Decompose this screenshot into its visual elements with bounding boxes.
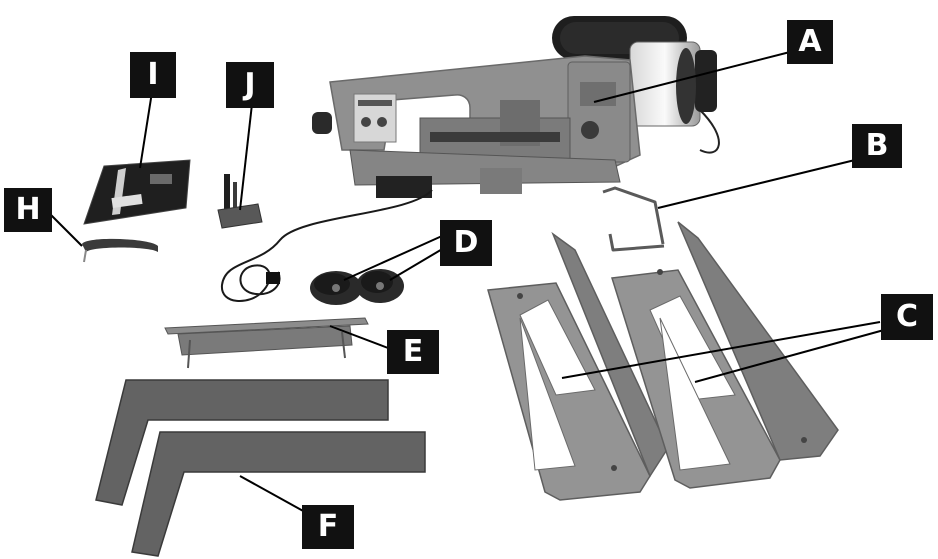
callout-label-e: E: [387, 330, 439, 374]
leader-line-j: [239, 103, 253, 211]
leader-line-f: [239, 475, 306, 513]
callout-label-d: D: [440, 220, 492, 266]
band-saw-part-a: [220, 16, 720, 303]
hex-key-lower: [608, 233, 665, 252]
leader-lines: [47, 51, 885, 513]
leader-line-i: [139, 91, 153, 169]
angle-bracket-back: [95, 379, 389, 506]
handle-part-h: [82, 238, 158, 263]
leader-line-a: [593, 51, 791, 103]
tension-knob: [312, 112, 332, 134]
leader-line-h: [47, 211, 83, 247]
callout-label-c: C: [881, 294, 933, 340]
gearbox: [567, 61, 631, 163]
hex-key-upper: [602, 186, 665, 245]
callout-label-j: J: [226, 62, 274, 108]
leader-line-e: [329, 325, 389, 349]
callout-label-i: I: [130, 52, 176, 98]
support-bar-part-e: [164, 317, 369, 369]
hex-keys-part-b: [602, 186, 665, 252]
stand-legs-part-c: [487, 221, 839, 501]
leader-line-c-left: [561, 321, 881, 379]
stand-leg-right: [611, 221, 839, 489]
rubber-foot-right: [356, 269, 404, 303]
angle-bracket-front: [131, 431, 426, 557]
leader-line-d-right: [389, 247, 445, 281]
plate-part-i: [83, 159, 191, 225]
callout-label-f: F: [302, 505, 354, 549]
leader-line-b: [657, 159, 856, 209]
leader-line-d-left: [343, 235, 443, 281]
angle-brackets-part-f: [95, 379, 426, 557]
callout-label-a: A: [787, 20, 833, 64]
callout-label-b: B: [852, 124, 902, 168]
switch-box: [376, 176, 432, 198]
callout-label-h: H: [4, 188, 52, 232]
power-cord: [220, 189, 433, 303]
stand-leg-left: [487, 231, 669, 501]
stop-rod-part-j: [217, 174, 263, 229]
rubber-feet-part-d: [310, 269, 404, 305]
rubber-foot-left: [310, 271, 362, 305]
leader-line-c-right: [694, 329, 885, 383]
